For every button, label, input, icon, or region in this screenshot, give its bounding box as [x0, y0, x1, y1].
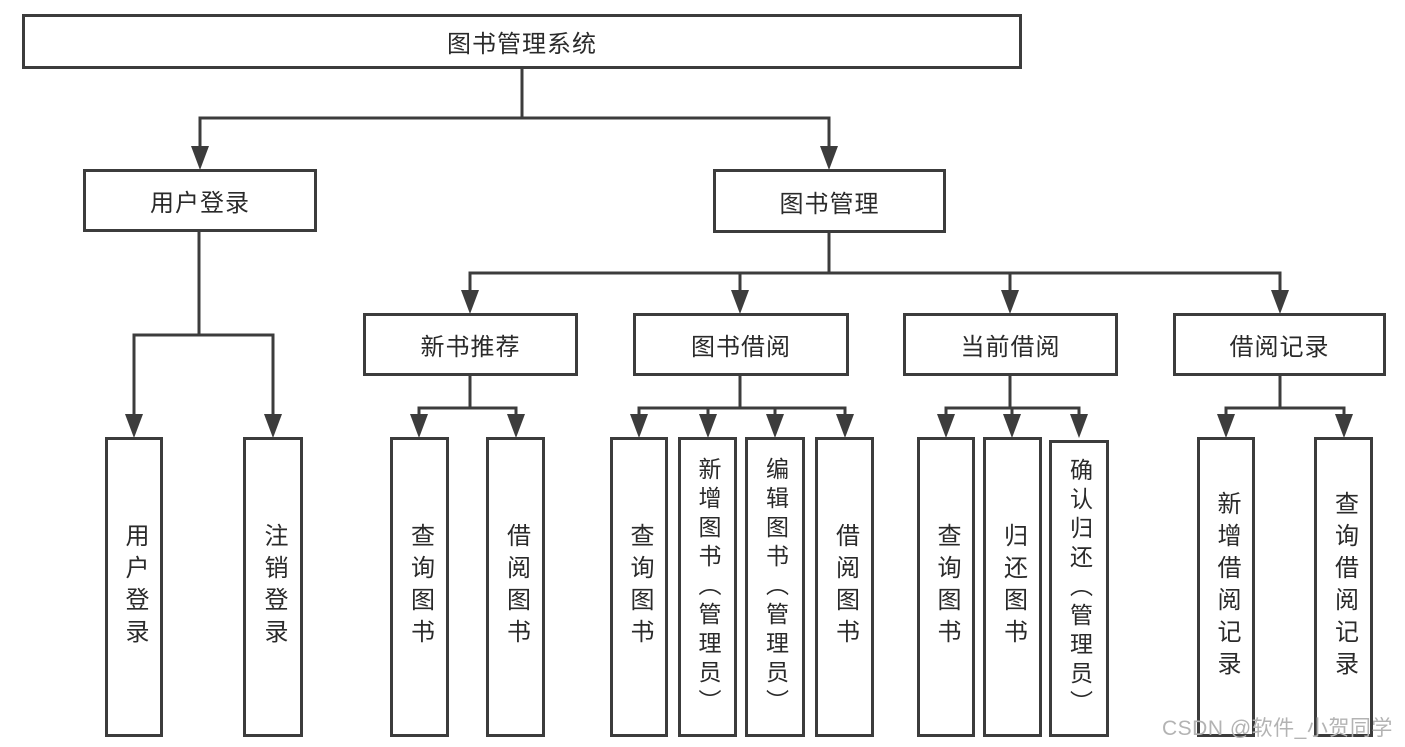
connector-arrowheads	[125, 118, 1353, 438]
node-borrow-record-label: 借阅记录	[1229, 334, 1330, 361]
leaf-record-add-borrow-record: 新增借阅记录	[1197, 437, 1255, 737]
leaf-newbook-query-books-label: 查询图书	[406, 523, 434, 651]
node-new-book-recommend: 新书推荐	[363, 313, 578, 376]
connector-bookborrow-split	[637, 374, 847, 410]
node-book-management-label: 图书管理	[779, 190, 880, 218]
leaf-logout-label: 注销登录	[260, 523, 287, 651]
node-borrow-record: 借阅记录	[1173, 313, 1386, 376]
node-current-borrow: 当前借阅	[903, 313, 1118, 376]
leaf-current-query-books: 查询图书	[917, 437, 975, 737]
connector-user-split	[132, 230, 275, 337]
leaf-newbook-query-books: 查询图书	[390, 437, 449, 737]
leaf-user-login: 用户登录	[105, 437, 163, 737]
leaf-borrow-add-books-admin: 新增图书（管理员）	[678, 437, 737, 737]
connector-newbook-split	[417, 374, 518, 410]
node-user-login-label: 用户登录	[150, 190, 250, 217]
leaf-newbook-borrow-books-label: 借阅图书	[502, 523, 530, 651]
leaf-current-query-books-label: 查询图书	[933, 523, 960, 651]
node-root-label: 图书管理系统	[447, 31, 597, 58]
leaf-borrow-query-books-label: 查询图书	[626, 523, 653, 651]
node-root: 图书管理系统	[22, 14, 1022, 69]
connector-borrowrecord-split	[1224, 374, 1346, 410]
csdn-watermark: CSDN @软件_小贺同学	[1162, 717, 1393, 740]
leaf-record-query-borrow-record-label: 查询借阅记录	[1330, 491, 1358, 683]
leaf-current-return-books: 归还图书	[983, 437, 1042, 737]
node-book-management: 图书管理	[713, 169, 946, 233]
leaf-logout: 注销登录	[243, 437, 303, 737]
leaf-borrow-query-books: 查询图书	[610, 437, 668, 737]
leaf-current-confirm-return-admin-label: 确认归还（管理员）	[1066, 458, 1093, 719]
node-user-login: 用户登录	[83, 169, 317, 232]
connector-root-split	[198, 67, 831, 120]
leaf-borrow-edit-books-admin-label: 编辑图书（管理员）	[762, 456, 789, 718]
leaf-borrow-edit-books-admin: 编辑图书（管理员）	[745, 437, 805, 737]
leaf-current-return-books-label: 归还图书	[999, 523, 1027, 651]
leaf-user-login-label: 用户登录	[121, 523, 148, 651]
leaf-newbook-borrow-books: 借阅图书	[486, 437, 545, 737]
leaf-record-add-borrow-record-label: 新增借阅记录	[1213, 491, 1240, 683]
leaf-borrow-borrow-books-label: 借阅图书	[831, 523, 859, 651]
node-book-borrow: 图书借阅	[633, 313, 849, 376]
leaf-current-confirm-return-admin: 确认归还（管理员）	[1049, 440, 1109, 737]
node-current-borrow-label: 当前借阅	[960, 334, 1061, 361]
leaf-borrow-borrow-books: 借阅图书	[815, 437, 874, 737]
leaf-record-query-borrow-record: 查询借阅记录	[1314, 437, 1373, 737]
node-new-book-recommend-label: 新书推荐	[420, 334, 521, 361]
connector-currentborrow-split	[944, 374, 1081, 410]
connector-mgmt-split	[468, 231, 1282, 275]
leaf-borrow-add-books-admin-label: 新增图书（管理员）	[695, 456, 721, 718]
node-book-borrow-label: 图书借阅	[691, 334, 791, 361]
